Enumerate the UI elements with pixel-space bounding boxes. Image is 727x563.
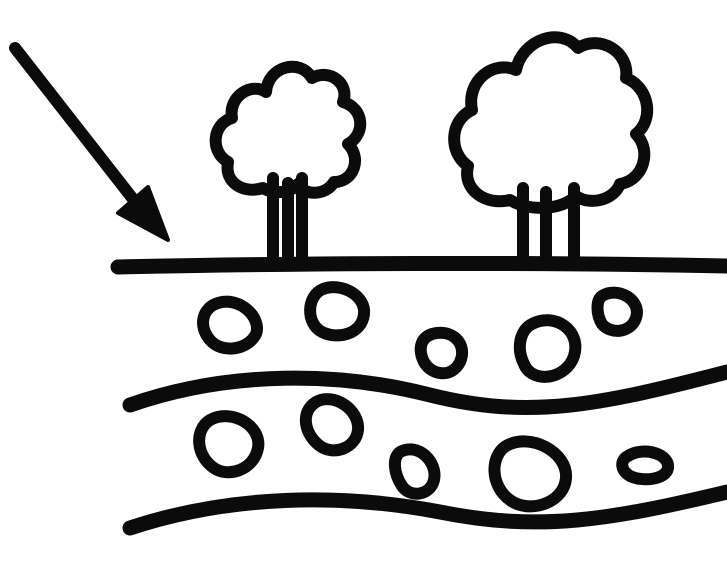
tree-icon [216,67,361,258]
tree-icon [454,37,647,258]
arrow-icon [15,48,168,240]
soil-layer-line [130,492,727,528]
ground-surface-line [118,263,727,267]
soil-layer-line [130,372,727,407]
rock-icon [199,399,668,506]
rock-icon [203,287,637,377]
